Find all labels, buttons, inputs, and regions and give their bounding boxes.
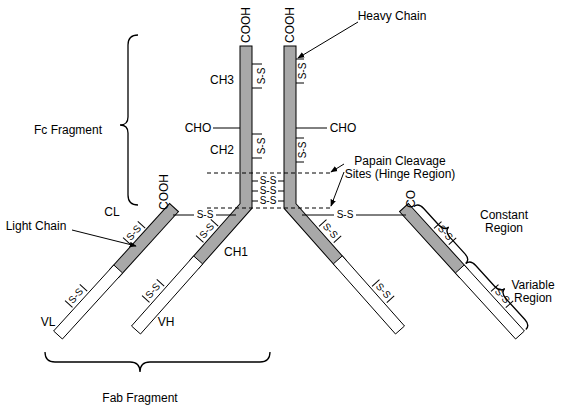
chain-label: Light Chain	[6, 220, 67, 233]
leader-lines	[72, 22, 358, 246]
cleavage-line	[207, 173, 330, 174]
disulfide-label: S-S	[371, 279, 394, 303]
brace-path	[414, 199, 475, 264]
leader-arrow	[298, 22, 358, 58]
domain-label: CH3	[210, 74, 234, 87]
disulfide-label: S-S	[260, 186, 277, 196]
disulfide-label: S-S	[257, 138, 267, 155]
region-label: Variable Region	[506, 279, 561, 305]
variable-regions	[54, 256, 525, 339]
domain-label: VH	[158, 316, 175, 329]
disulfide-label: S-S	[260, 176, 277, 186]
terminus-label: COOH	[158, 174, 171, 210]
cleavage-lines	[207, 173, 330, 208]
carbohydrate-lines	[213, 128, 327, 129]
domain-label: VL	[41, 316, 56, 329]
domain-label: CL	[104, 206, 119, 219]
fc-brace	[120, 35, 138, 205]
leader-arrow	[331, 172, 344, 206]
light-chain-variable	[54, 265, 123, 339]
disulfide-label: S-S	[433, 221, 456, 245]
disulfide-label: S-S	[318, 219, 341, 243]
terminus-label: CO	[405, 190, 418, 208]
braces	[45, 35, 535, 372]
heavy-chain-variable	[132, 256, 203, 334]
disulfide-label: S-S	[337, 210, 354, 220]
disulfide-label: S-S	[298, 142, 308, 159]
disulfide-label: S-S	[65, 284, 88, 308]
terminus-label: COOH	[284, 7, 297, 43]
cleavage-label: Papain Cleavage Sites (Hinge Region)	[344, 155, 456, 181]
light-chain-constant	[118, 212, 170, 269]
fragment-label: Fab Fragment	[102, 392, 177, 405]
disulfide-label: S-S	[257, 68, 267, 85]
carbohydrate-label: CHO	[330, 122, 357, 135]
cleavage-line	[207, 208, 330, 209]
region-label: Constant Region	[474, 209, 534, 235]
disulfide-label: S-S	[298, 63, 308, 80]
disulfide-label: S-S	[195, 219, 218, 243]
leader-arrow	[331, 164, 344, 172]
disulfide-label: S-S	[260, 196, 277, 206]
carbohydrate-label: CHO	[185, 122, 212, 135]
fab-brace	[45, 352, 270, 372]
fragment-label: Fc Fragment	[34, 124, 102, 137]
chain-label: Heavy Chain	[358, 10, 427, 23]
disulfide-label: S-S	[490, 284, 513, 308]
interchain-bridge	[302, 215, 406, 216]
light-chain-outline	[118, 212, 170, 269]
constant-regions	[118, 52, 460, 269]
cho-line	[296, 128, 327, 129]
constant-brace	[414, 199, 475, 264]
disulfide-bonds	[173, 59, 406, 215]
disulfide-label: S-S	[142, 279, 165, 303]
terminus-label: COOH	[240, 7, 253, 43]
cho-line	[213, 128, 240, 129]
domain-label: CH1	[224, 246, 248, 259]
heavy-chain-variable	[333, 256, 404, 334]
domain-label: CH2	[210, 144, 234, 157]
disulfide-label: S-S	[122, 221, 145, 245]
